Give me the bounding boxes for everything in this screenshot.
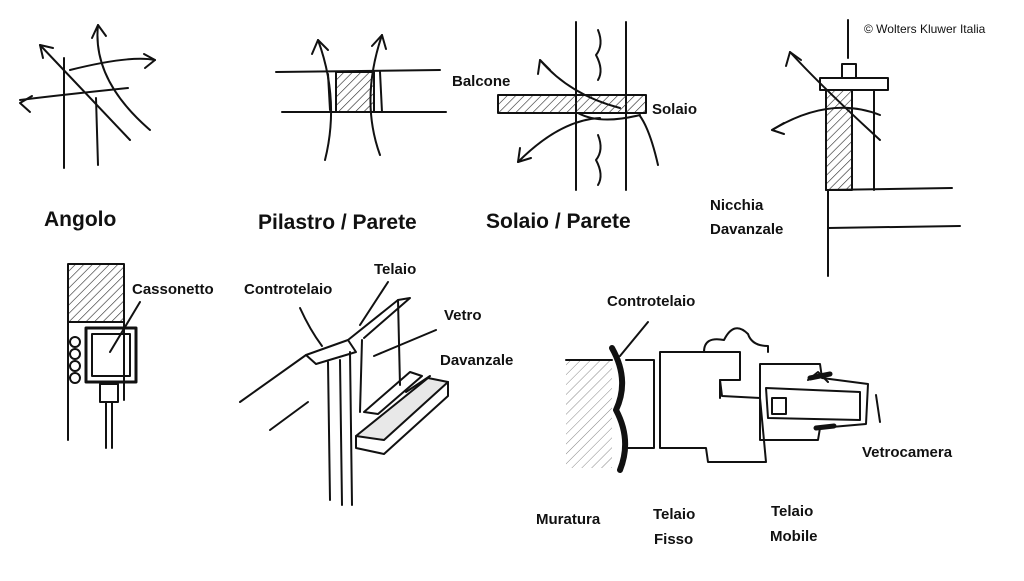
copyright-notice: © Wolters Kluwer Italia xyxy=(864,22,986,36)
label-telaio-mobile-2: Mobile xyxy=(770,528,818,545)
angolo-sketch xyxy=(20,25,155,168)
title-pilastro-parete: Pilastro / Parete xyxy=(258,211,417,234)
telaio-detail-sketch xyxy=(566,322,880,470)
solaio-sketch xyxy=(498,22,658,190)
label-controtelaio-window: Controtelaio xyxy=(244,281,333,298)
label-solaio: Solaio xyxy=(652,101,698,118)
label-cassonetto: Cassonetto xyxy=(132,281,214,298)
label-vetrocamera: Vetrocamera xyxy=(862,444,953,461)
title-solaio-parete: Solaio / Parete xyxy=(486,210,631,233)
label-telaio-mobile-1: Telaio xyxy=(771,503,814,520)
cassonetto-sketch xyxy=(68,264,140,448)
title-angolo: Angolo xyxy=(44,208,117,231)
nicchia-sketch xyxy=(772,20,960,276)
label-controtelaio-detail: Controtelaio xyxy=(607,293,696,310)
label-muratura: Muratura xyxy=(536,511,601,528)
title-davanzale-nicchia: Davanzale xyxy=(710,221,784,238)
title-nicchia: Nicchia xyxy=(710,197,764,214)
label-telaio-fisso-2: Fisso xyxy=(654,531,694,548)
label-davanzale: Davanzale xyxy=(440,352,514,369)
label-balcone: Balcone xyxy=(452,73,511,90)
label-vetro: Vetro xyxy=(444,307,482,324)
pilastro-sketch xyxy=(276,35,446,160)
label-telaio: Telaio xyxy=(374,261,417,278)
label-telaio-fisso-1: Telaio xyxy=(653,506,696,523)
finestra-sketch xyxy=(240,282,448,505)
